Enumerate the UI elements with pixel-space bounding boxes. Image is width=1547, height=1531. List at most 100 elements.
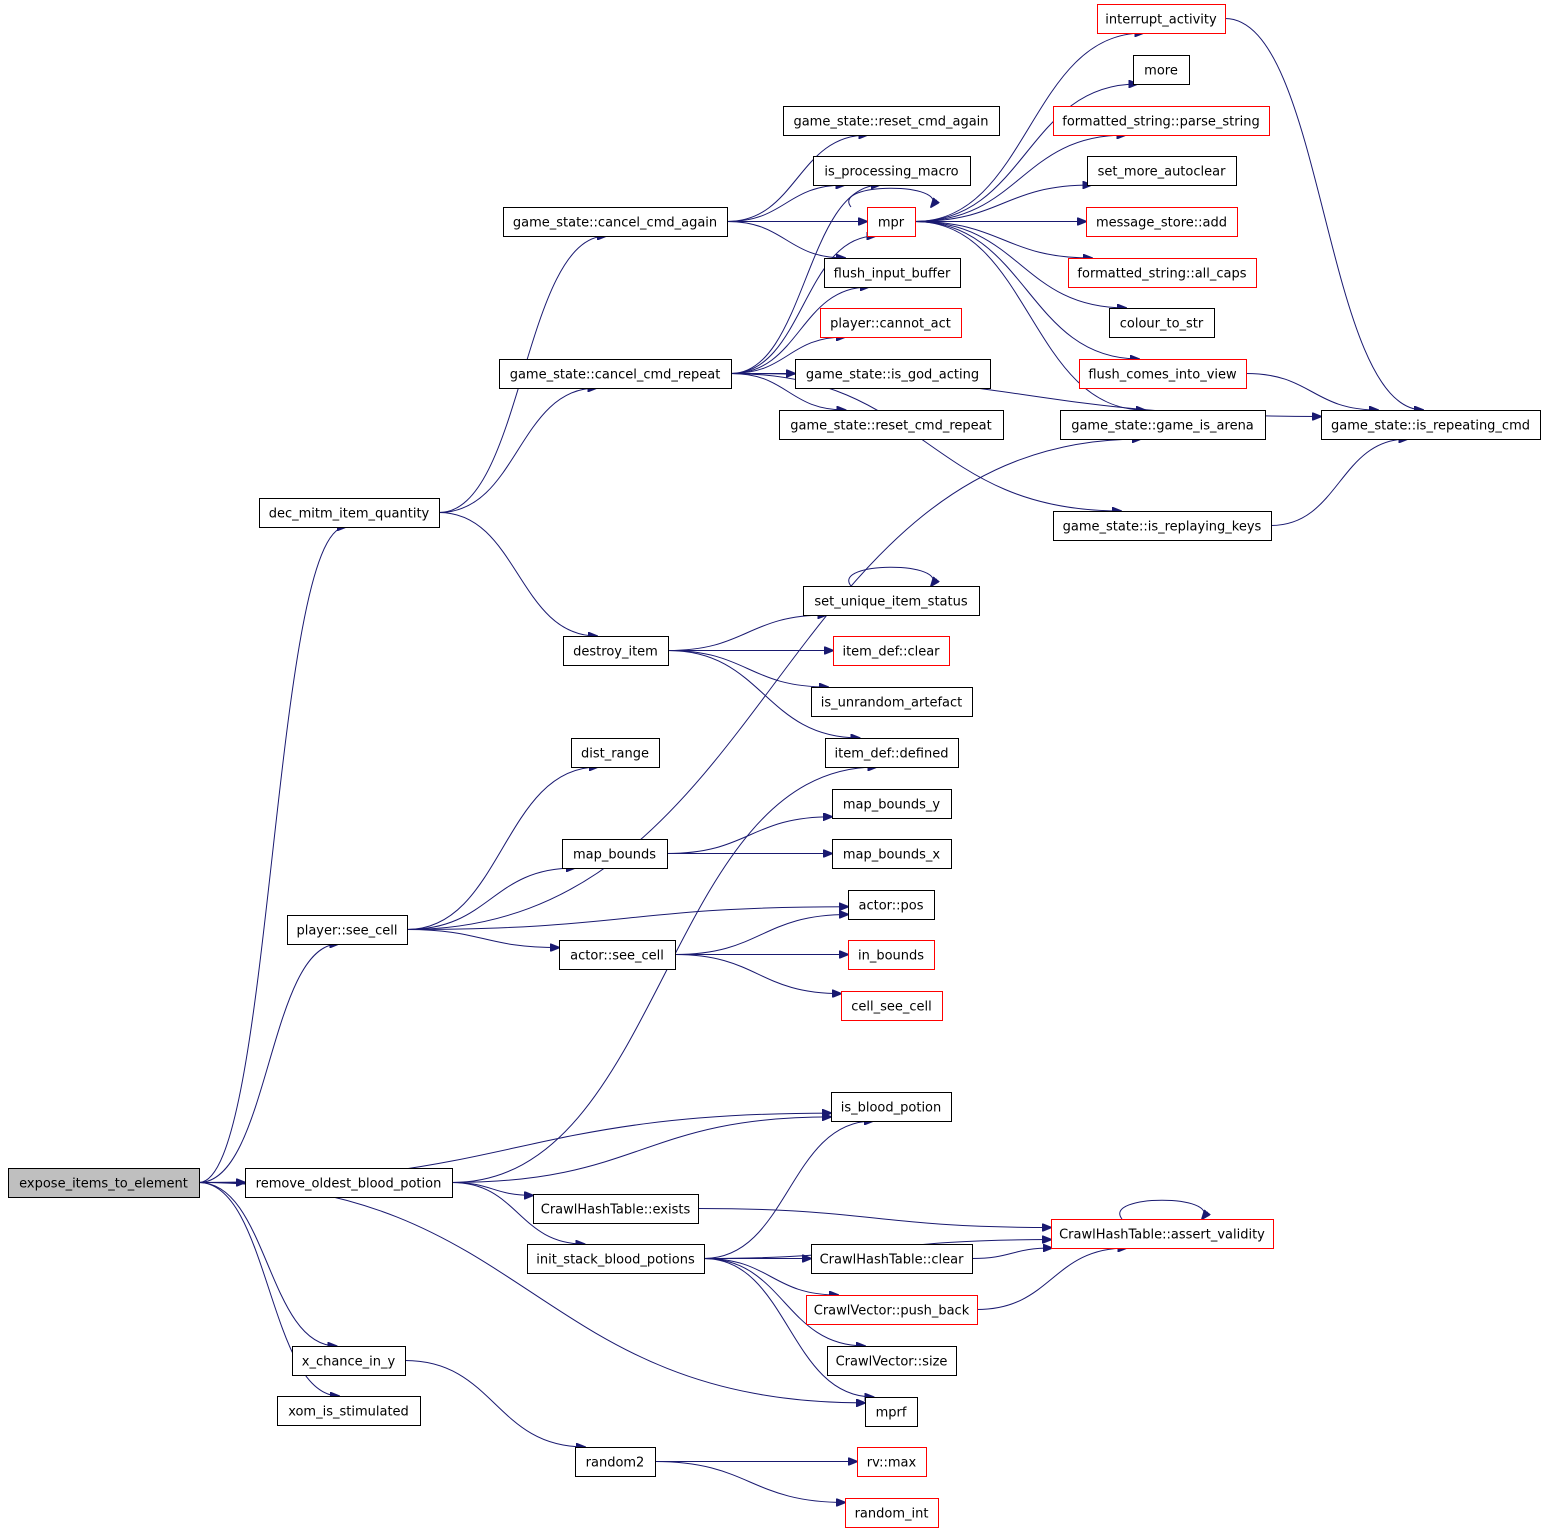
node-box	[813, 156, 971, 186]
node-box	[848, 940, 935, 970]
node-dec_mitm_item_quantity[interactable]: dec_mitm_item_quantity	[259, 498, 440, 528]
node-label: actor::pos	[858, 899, 923, 914]
node-gs_cancel_cmd_repeat[interactable]: game_state::cancel_cmd_repeat	[499, 359, 732, 389]
node-fs_parse_string[interactable]: formatted_string::parse_string	[1053, 106, 1270, 136]
node-is_blood_potion[interactable]: is_blood_potion	[831, 1092, 952, 1122]
node-box	[562, 839, 668, 869]
node-gs_is_repeating_cmd[interactable]: game_state::is_repeating_cmd	[1321, 410, 1541, 440]
node-box	[8, 1168, 200, 1198]
node-box	[1321, 410, 1541, 440]
edge-mpr-to-colour_to_str	[914, 221, 1126, 309]
node-map_bounds_y[interactable]: map_bounds_y	[832, 789, 952, 819]
node-item_def_defined[interactable]: item_def::defined	[825, 738, 959, 768]
node-destroy_item[interactable]: destroy_item	[563, 636, 669, 666]
node-CrawlVector_push_back[interactable]: CrawlVector::push_back	[806, 1295, 978, 1325]
node-mpr[interactable]: mpr	[867, 207, 916, 237]
edge-init_stack_blood_potions-to-mprf	[703, 1258, 873, 1398]
node-label: is_blood_potion	[841, 1101, 942, 1116]
node-expose_items_to_element[interactable]: expose_items_to_element	[8, 1168, 200, 1198]
node-map_bounds_x[interactable]: map_bounds_x	[832, 839, 952, 869]
node-set_unique_item_status[interactable]: set_unique_item_status	[803, 586, 980, 616]
edge-remove_oldest_blood_potion-to-CrawlHashTable_exists	[451, 1182, 533, 1196]
node-init_stack_blood_potions[interactable]: init_stack_blood_potions	[527, 1244, 705, 1274]
edge-gs_cancel_cmd_repeat-to-gs_reset_cmd_repeat	[730, 373, 846, 411]
node-CrawlVector_size[interactable]: CrawlVector::size	[827, 1346, 957, 1376]
node-flush_comes_into_view[interactable]: flush_comes_into_view	[1079, 359, 1247, 389]
node-label: flush_comes_into_view	[1088, 368, 1237, 383]
node-cell_see_cell[interactable]: cell_see_cell	[841, 991, 943, 1021]
edge-actor_see_cell-to-actor_pos	[674, 914, 848, 955]
node-gs_reset_cmd_repeat[interactable]: game_state::reset_cmd_repeat	[779, 410, 1004, 440]
edge-x_chance_in_y-to-random2	[404, 1360, 585, 1448]
node-label: game_state::cancel_cmd_repeat	[510, 368, 721, 383]
node-gs_is_replaying_keys[interactable]: game_state::is_replaying_keys	[1053, 511, 1272, 541]
node-label: random_int	[855, 1507, 929, 1522]
node-label: init_stack_blood_potions	[536, 1253, 695, 1268]
node-is_processing_macro[interactable]: is_processing_macro	[813, 156, 971, 186]
node-interrupt_activity[interactable]: interrupt_activity	[1097, 4, 1226, 34]
edge-CrawlHashTable_exists-to-CrawlHashTable_assert_validity	[697, 1208, 1051, 1228]
edge-expose_items_to_element-to-x_chance_in_y	[198, 1182, 336, 1347]
edge-gs_cancel_cmd_repeat-to-player_cannot_act	[730, 337, 845, 374]
node-box	[827, 1346, 957, 1376]
node-mprf[interactable]: mprf	[865, 1397, 918, 1427]
node-player_see_cell[interactable]: player::see_cell	[287, 915, 408, 945]
node-xom_is_stimulated[interactable]: xom_is_stimulated	[277, 1396, 421, 1426]
node-actor_see_cell[interactable]: actor::see_cell	[559, 940, 676, 970]
node-set_more_autoclear[interactable]: set_more_autoclear	[1087, 156, 1237, 186]
node-box	[867, 207, 916, 237]
node-label: item_def::defined	[835, 747, 949, 762]
node-label: game_state::is_god_acting	[806, 368, 979, 383]
node-box	[779, 410, 1004, 440]
node-label: set_unique_item_status	[814, 595, 967, 610]
node-box	[1053, 106, 1270, 136]
node-gs_is_god_acting[interactable]: game_state::is_god_acting	[795, 359, 991, 389]
node-box	[1086, 207, 1238, 237]
node-CrawlHashTable_clear[interactable]: CrawlHashTable::clear	[811, 1244, 973, 1274]
edge-gs_is_replaying_keys-to-gs_is_repeating_cmd	[1270, 439, 1408, 526]
node-actor_pos[interactable]: actor::pos	[848, 890, 935, 920]
node-box	[277, 1396, 421, 1426]
edge-player_see_cell-to-actor_see_cell	[406, 929, 559, 948]
node-box	[575, 1447, 656, 1477]
node-more[interactable]: more	[1133, 55, 1190, 85]
node-box	[824, 258, 961, 288]
node-is_unrandom_artefact[interactable]: is_unrandom_artefact	[811, 687, 973, 717]
node-gs_game_is_arena[interactable]: game_state::game_is_arena	[1060, 410, 1266, 440]
node-player_cannot_act[interactable]: player::cannot_act	[820, 308, 962, 338]
node-rv_max[interactable]: rv::max	[857, 1447, 927, 1477]
node-label: CrawlHashTable::exists	[541, 1203, 691, 1218]
edge-mpr-to-interrupt_activity	[914, 33, 1143, 222]
edge-set_unique_item_status-to-set_unique_item_status	[848, 566, 934, 586]
node-colour_to_str[interactable]: colour_to_str	[1109, 308, 1215, 338]
edge-mpr-to-fs_parse_string	[914, 135, 1126, 222]
node-box	[1079, 359, 1247, 389]
node-label: CrawlVector::size	[836, 1355, 948, 1370]
node-item_def_clear[interactable]: item_def::clear	[833, 636, 950, 666]
node-gs_cancel_cmd_again[interactable]: game_state::cancel_cmd_again	[503, 207, 728, 237]
node-flush_input_buffer[interactable]: flush_input_buffer	[824, 258, 961, 288]
edge-gs_cancel_cmd_again-to-gs_reset_cmd_again	[726, 135, 867, 222]
node-label: game_state::game_is_arena	[1071, 419, 1254, 434]
node-label: mprf	[876, 1406, 907, 1421]
node-box	[820, 308, 962, 338]
node-x_chance_in_y[interactable]: x_chance_in_y	[292, 1346, 406, 1376]
node-map_bounds[interactable]: map_bounds	[562, 839, 668, 869]
node-CrawlHashTable_exists[interactable]: CrawlHashTable::exists	[533, 1194, 699, 1224]
node-message_store_add[interactable]: message_store::add	[1086, 207, 1238, 237]
node-label: map_bounds	[573, 848, 656, 863]
node-box	[287, 915, 408, 945]
node-gs_reset_cmd_again[interactable]: game_state::reset_cmd_again	[783, 106, 1000, 136]
edge-interrupt_activity-to-gs_is_repeating_cmd	[1224, 18, 1423, 411]
node-remove_oldest_blood_potion[interactable]: remove_oldest_blood_potion	[245, 1168, 453, 1198]
node-box	[1109, 308, 1215, 338]
edge-gs_cancel_cmd_again-to-flush_input_buffer	[726, 221, 845, 259]
node-random2[interactable]: random2	[575, 1447, 656, 1477]
node-CrawlHashTable_assert_validity[interactable]: CrawlHashTable::assert_validity	[1051, 1219, 1274, 1249]
node-in_bounds[interactable]: in_bounds	[848, 940, 935, 970]
node-box	[259, 498, 440, 528]
node-box	[811, 687, 973, 717]
node-fs_all_caps[interactable]: formatted_string::all_caps	[1068, 258, 1257, 288]
node-dist_range[interactable]: dist_range	[571, 738, 660, 768]
node-random_int[interactable]: random_int	[845, 1498, 939, 1528]
